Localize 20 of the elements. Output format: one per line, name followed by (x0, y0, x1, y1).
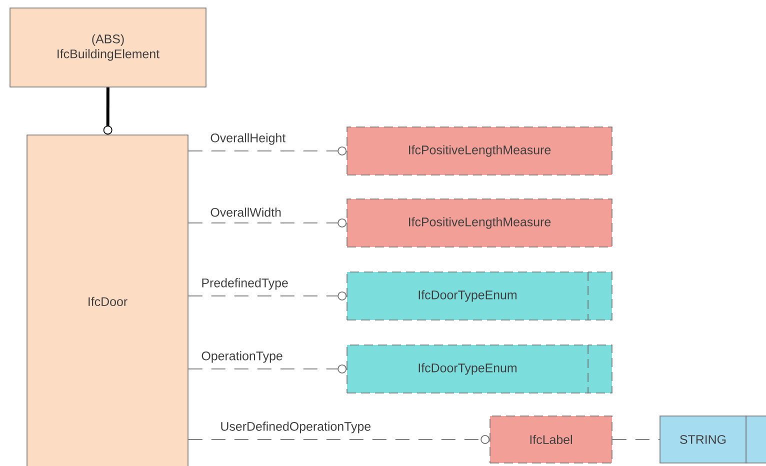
type-box: IfcPositiveLengthMeasure (346, 126, 612, 176)
edge-label: OperationType (202, 351, 282, 363)
edge-label: UserDefinedOperationType (221, 422, 371, 434)
connector (103, 87, 112, 135)
entity-box: (ABS) IfcBuildingElement (10, 8, 206, 88)
connector (188, 218, 347, 228)
connector (188, 434, 490, 444)
connector (188, 364, 347, 374)
type-box: IfcPositiveLengthMeasure (346, 198, 612, 248)
connector (612, 439, 660, 440)
type-box: IfcLabel (490, 416, 612, 464)
simple-type-box: STRING (660, 416, 766, 464)
enum-box: IfcDoorTypeEnum (346, 344, 612, 394)
entity-box: IfcDoor (26, 134, 188, 466)
edge-label: PredefinedType (202, 278, 288, 290)
connector (188, 292, 347, 300)
connector (188, 146, 347, 156)
enum-box: IfcDoorTypeEnum (346, 272, 612, 320)
edge-label: OverallHeight (210, 133, 286, 145)
edge-label: OverallWidth (210, 208, 281, 217)
